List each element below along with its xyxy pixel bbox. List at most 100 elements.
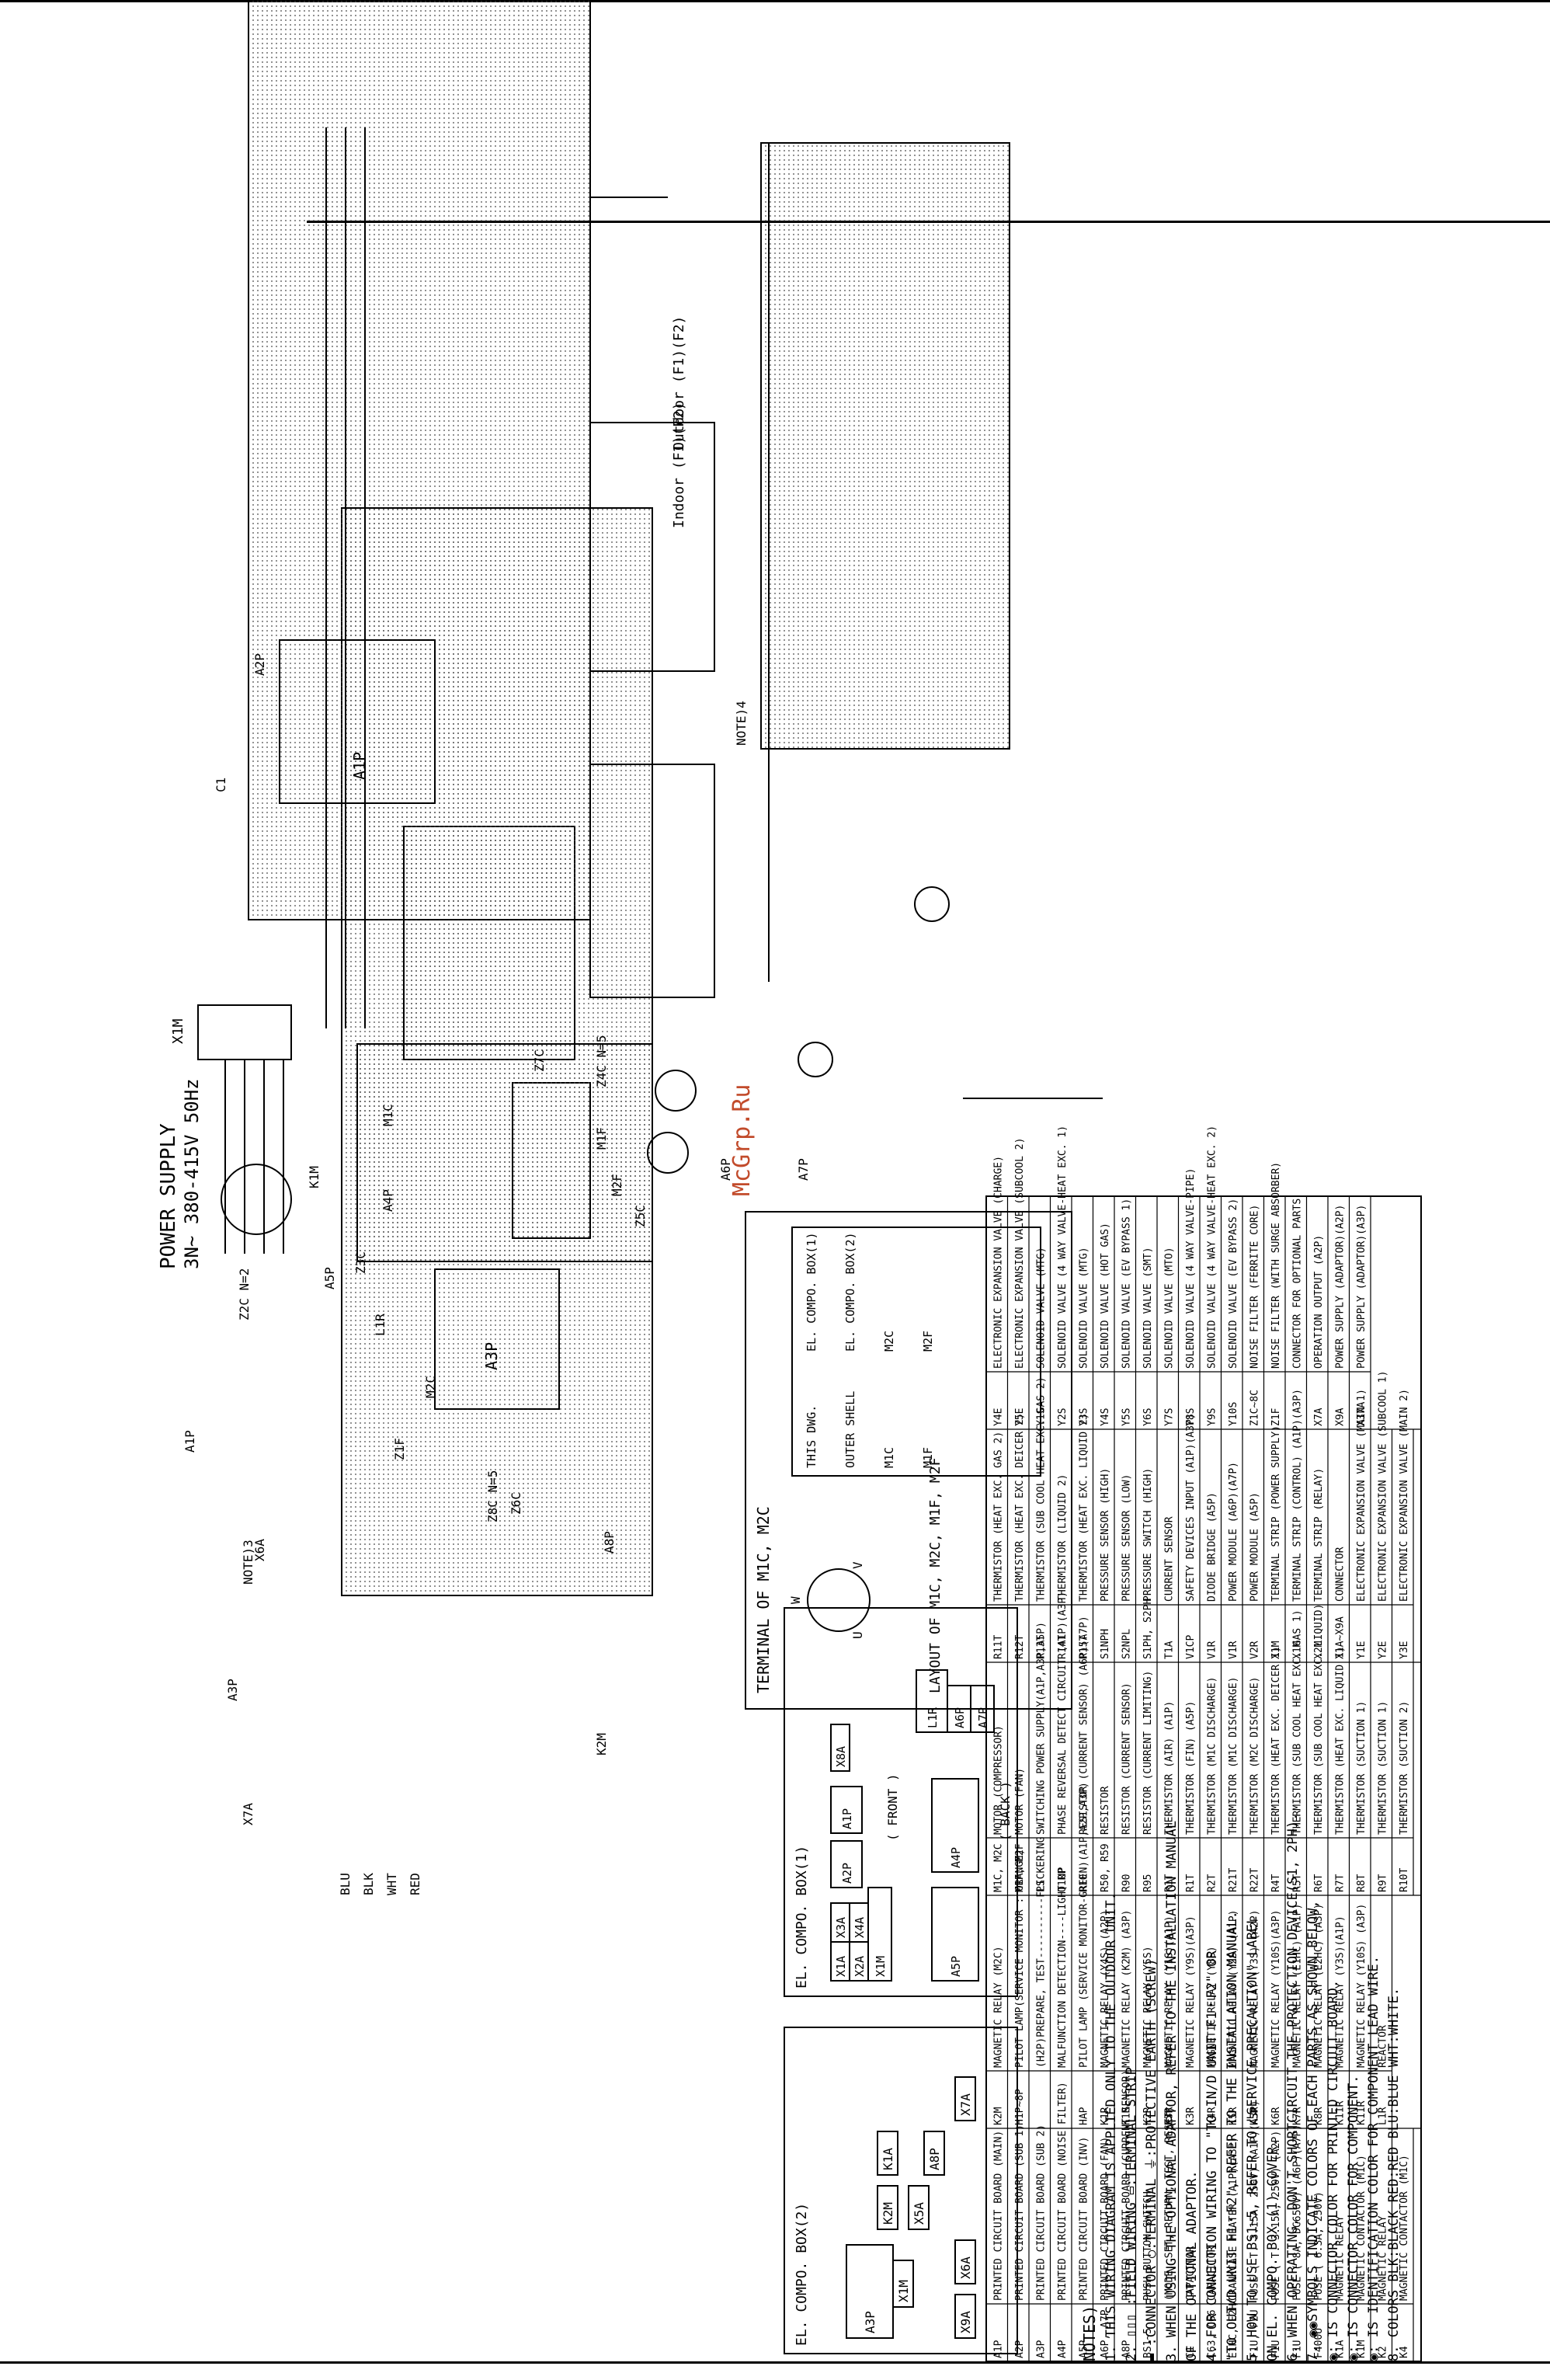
legend-desc: ELECTRONIC EXPANSION VALVE (MAIN 1) [1356, 1389, 1368, 1602]
legend-code: V1CP [1185, 1635, 1197, 1659]
el-compo-box1-layout: EL. COMPO. BOX(1)( FRONT )( BACK )X1AX3A… [784, 1607, 1018, 1997]
legend-desc: NOISE FILTER (WITH SURGE ABSORBER) [1270, 1162, 1282, 1369]
note-line: 5. HOW TO USE BS1~5, REFER TO "SERVICE P… [1245, 1916, 1260, 2361]
legend-code: A3P [1036, 2340, 1048, 2358]
legend-code: BS1~5 [1142, 2328, 1154, 2358]
legend-desc: PRINTED CIRCUIT BOARD (FAN) [1100, 2137, 1111, 2301]
box2-part: A8P [927, 2148, 942, 2170]
legend-code: K1R [1100, 2107, 1111, 2125]
note-line: 8. COLORS BLK:BLACK RED:RED BLU:BLUE WHT… [1386, 1988, 1402, 2361]
component-label: Z2C N=2 [237, 1268, 252, 1320]
a6p-fan-board [589, 764, 715, 998]
legend-desc: MAGNETIC RELAY [1335, 2215, 1347, 2301]
component-label: K1M [307, 1166, 321, 1188]
layout-label: OUTER SHELL [843, 1391, 857, 1468]
m2c-compressor [655, 1070, 697, 1112]
legend-code: R5T [1292, 1874, 1304, 1892]
legend-desc: MAGNETIC CONTACTOR (M1C) [1356, 2155, 1368, 2301]
box1-part: A2P [840, 1863, 854, 1884]
legend-code: R7T [1335, 1874, 1347, 1892]
legend-desc: RESISTOR [1100, 1786, 1111, 1835]
box1-front: ( FRONT ) [885, 1773, 900, 1841]
legend-desc: SOLENOID VALVE (MTG) [1079, 1247, 1090, 1369]
legend-desc: PHASE REVERSAL DETECT CIRCUIT (A1P)(A3P) [1057, 1592, 1069, 1835]
legend-desc: SOLENOID VALVE (EV BYPASS 1) [1121, 1199, 1133, 1369]
layout-label: M2C [882, 1331, 896, 1352]
indoor-label: Indoor (F1)(F2) [671, 402, 687, 528]
legend-code: M1C, M2C [993, 1843, 1005, 1892]
component-label: X7A [241, 1803, 255, 1825]
component-label: Z8C N=5 [485, 1470, 500, 1522]
legend-code: R95 [1142, 1874, 1154, 1892]
legend-desc: MALFUNCTION DETECTION----LIGHT UP [1057, 1867, 1069, 2068]
note-line: 7. ◉◉SYMBOLS INDICATE COLORS OF EACH PAR… [1305, 1900, 1321, 2361]
legend-desc: MAGNETIC RELAY (M2C) [993, 1946, 1005, 2068]
legend-desc: CRANKCASE HEATER (A1P)(A3P) [1228, 2137, 1239, 2301]
legend-desc: ELECTRONIC EXPANSION VALVE (SUBCOOL 1) [1378, 1371, 1389, 1602]
legend-code: A6P, A7P [1100, 2309, 1111, 2358]
legend-code: PS [1036, 1880, 1048, 1892]
layout-label: M1F [921, 1447, 935, 1468]
legend-desc: MAGNETIC RELAY (Y10S)(A3P) [1270, 1910, 1282, 2069]
legend-desc: DIODE BRIDGE (A5P) [1207, 1492, 1218, 1602]
terminal-title: TERMINAL OF M1C, M2C [754, 1506, 773, 1693]
legend-code: R13T [1036, 1635, 1048, 1659]
legend-desc: PRESSURE SENSOR (HIGH) [1100, 1468, 1111, 1602]
legend-code: C1 [1185, 2346, 1197, 2358]
legend-code: Q1RP [1057, 1868, 1069, 1892]
note-line: ◉: IS IDENTIFICATION COLOR FOR COMPONENT… [1366, 1956, 1381, 2361]
legend-code: V1R [1228, 1641, 1239, 1659]
note-line: "TO OUT/D UNIT F1・F2", REFER TO THE INST… [1225, 1911, 1240, 2361]
note-line: 2. ▯▯▯ :FIELD WIRING ▭:TERMINAL STRIP [1124, 2067, 1139, 2361]
layout-title: LAYOUT OF M1C, M2C, M1F, M2F [927, 1458, 944, 1693]
legend-code: R9T [1378, 1874, 1389, 1892]
legend-code: R15T [1079, 1635, 1090, 1659]
box1-part: L1R [926, 1707, 940, 1728]
layout-label: THIS DWG. [805, 1405, 818, 1468]
box1-part: X4A [853, 1917, 867, 1938]
legend-desc: MAGNETIC RELAY (Y10S) (A3P) [1356, 1904, 1368, 2068]
legend-desc: MAGNETIC RELAY (Y9S)(A3P) [1185, 1915, 1197, 2068]
legend-desc: PRINTED CIRCUIT BOARD (CURRENT SENSOR) [1121, 2070, 1133, 2301]
legend-desc: POWER MODULE (A5P) [1249, 1492, 1261, 1602]
legend-desc: MAGNETIC RELAY (Y8S) [1207, 1946, 1218, 2068]
legend-desc: SOLENOID VALVE (HOT GAS) [1100, 1223, 1111, 1369]
note-line: 6. WHEN OPERATING, DON'T SHORTCIRCUIT TH… [1285, 1813, 1301, 2361]
legend-code: K2R [1142, 2107, 1154, 2125]
legend-desc: MAGNETIC RELAY [1378, 2215, 1389, 2301]
terminal-pin: V [850, 1561, 865, 1569]
legend-code: R10 [1079, 1874, 1090, 1892]
a1p-ps-block [279, 639, 436, 804]
legend-code: Y3S [1079, 1408, 1090, 1426]
component-label: L1R [373, 1314, 388, 1336]
component-label: NOTE)3 [241, 1540, 255, 1585]
legend-code: X1A~X9A [1335, 1616, 1347, 1659]
legend-desc: CONNECTOR [1335, 1547, 1347, 1602]
component-label: A7P [796, 1158, 811, 1181]
legend-desc: REACTOR [1378, 2025, 1389, 2068]
a1p-board-area [248, 0, 591, 920]
component-label: A1P [182, 1430, 197, 1453]
legend-code: R8T [1356, 1874, 1368, 1892]
component-label: A4P [381, 1189, 395, 1212]
box1-part: X8A [834, 1746, 848, 1767]
box1-part: X3A [834, 1917, 848, 1938]
legend-desc: THERMISTOR (FIN) (A5P) [1185, 1701, 1197, 1835]
legend-desc: ELECTRONIC EXPANSION VALVE (CHARGE) [993, 1156, 1005, 1369]
legend-desc: POWER SUPPLY (ADAPTOR)(A3P) [1356, 1205, 1368, 1369]
legend-desc: (H2P)PREPARE, TEST----------FLICKERING [1036, 1836, 1048, 2068]
component-label: NOTE)4 [734, 701, 749, 746]
legend-desc: CONNECTOR FOR OPTIONAL PARTS [1292, 1199, 1304, 1369]
legend-code: A5P [1079, 2340, 1090, 2358]
legend-code: K4 [1399, 2346, 1410, 2358]
legend-desc: SOLENOID VALVE (MTO) [1164, 1247, 1176, 1369]
legend-desc: SAFETY DEVICES INPUT (A1P)(A3P) [1185, 1413, 1197, 1602]
legend-desc: CURRENT SENSOR [1164, 1516, 1176, 1602]
legend-desc: ELECTRONIC EXPANSION VALVE (SUBCOOL 2) [1014, 1138, 1026, 1369]
box1-part: A1P [840, 1808, 854, 1829]
notes-block: NOTES)1. THIS WIRING DIAGRAM IS APPLIED … [1080, 1813, 1402, 2361]
box2-part: X1M [896, 2280, 911, 2302]
power-supply-spec: 3N~ 380-415V 50Hz [181, 1078, 203, 1269]
component-label: M1C [381, 1104, 395, 1126]
